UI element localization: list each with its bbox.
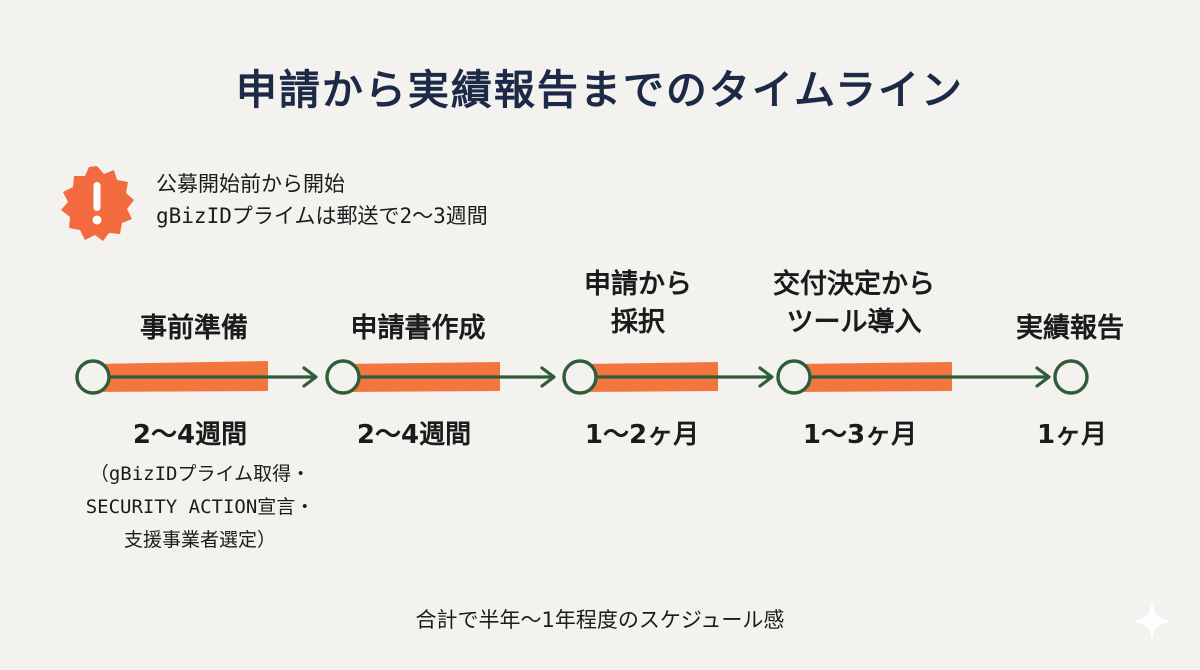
notice: 公募開始前から開始 gBizIDプライムは郵送で2〜3週間 [58, 162, 698, 252]
summary-text: 合計で半年〜1年程度のスケジュール感 [415, 608, 785, 632]
timeline-arrowhead-1 [302, 366, 318, 388]
stage-label-4: 交付決定から ツール導入 [773, 269, 935, 338]
timeline-arrowhead-3 [758, 366, 774, 388]
notice-line-2: gBizIDプライムは郵送で2〜3週間 [156, 204, 488, 228]
stage-label-1: 事前準備 [140, 313, 248, 344]
stage-label-2: 申請書作成 [350, 313, 486, 344]
stage-duration-4: 1〜3ヶ月 [802, 420, 918, 450]
notice-line-1: 公募開始前から開始 [156, 172, 345, 196]
stage-duration-5: 1ヶ月 [1036, 420, 1108, 450]
exclamation-badge-icon [61, 166, 134, 241]
timeline-node-1 [75, 359, 111, 395]
stage-duration-3: 1〜2ヶ月 [584, 420, 700, 450]
sparkle-icon [1131, 600, 1173, 642]
stage-note-1: （gBizIDプライム取得・ SECURITY ACTION宣言・ 支援事業者選… [85, 463, 315, 551]
page-title: 申請から実績報告までのタイムライン [235, 66, 965, 114]
stage-label-5: 実績報告 [1016, 313, 1124, 344]
timeline-node-2 [325, 359, 361, 395]
stage-label-3: 申請から 採択 [584, 269, 692, 338]
timeline-arrowhead-2 [540, 366, 556, 388]
timeline-node-4 [776, 359, 812, 395]
stage-duration-1: 2〜4週間 [132, 420, 248, 450]
stage-duration-2: 2〜4週間 [356, 420, 472, 450]
timeline-node-5 [1053, 359, 1089, 395]
timeline-arrowhead-4 [1035, 366, 1051, 388]
timeline-node-3 [562, 359, 598, 395]
